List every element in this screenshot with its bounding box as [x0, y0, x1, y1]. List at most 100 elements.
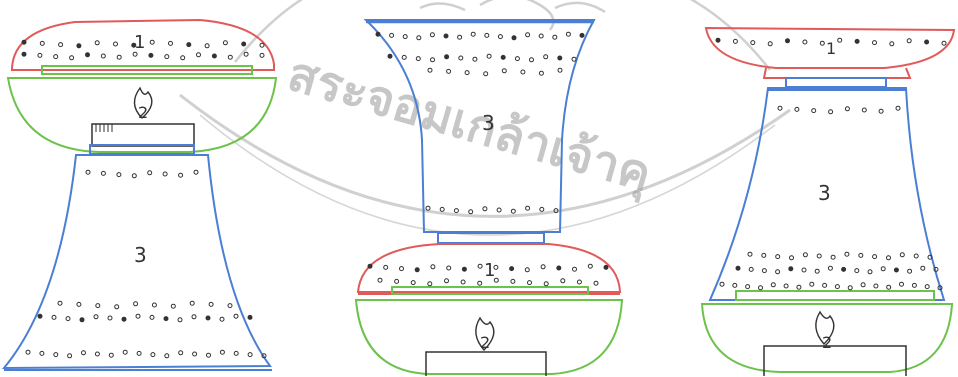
decor-dot [913, 253, 919, 259]
decor-dot [186, 42, 192, 48]
decor-dot [21, 51, 27, 57]
decor-dot [924, 284, 930, 290]
decor-dot [844, 251, 850, 257]
decor-dot [464, 70, 470, 76]
right-candle [763, 345, 907, 376]
decor-dot [192, 351, 198, 357]
middle-base-bowl [354, 299, 624, 375]
decor-dot [854, 38, 860, 44]
dot-patterns [21, 31, 947, 359]
decor-dot [39, 40, 45, 46]
decor-dot [794, 106, 800, 112]
decor-dot [854, 268, 860, 274]
decor-dot [247, 352, 253, 358]
decor-dot [439, 206, 445, 212]
decor-dot [745, 284, 751, 290]
decor-dot [39, 350, 45, 356]
decor-dot [788, 266, 794, 272]
middle-body [363, 19, 596, 233]
decor-dot [108, 352, 114, 358]
decor-dot [830, 254, 836, 260]
decor-dot [493, 277, 499, 283]
decor-dot [430, 264, 436, 270]
decor-dot [472, 56, 478, 62]
decor-dot [259, 42, 265, 48]
decor-dot [493, 264, 499, 270]
decor-dot [529, 57, 534, 63]
decor-dot [937, 285, 943, 291]
decor-dot [834, 284, 840, 290]
decor-dot [383, 264, 389, 270]
decor-dot [732, 38, 738, 44]
decor-dot [841, 266, 847, 272]
decor-dot [539, 206, 545, 212]
decor-dot [164, 353, 170, 359]
decor-dot [509, 266, 515, 272]
decor-dot [483, 71, 489, 77]
figure-right [700, 26, 956, 376]
decor-dot [375, 31, 381, 37]
middle-flame-label: 2 [480, 333, 490, 352]
decor-dot [95, 303, 101, 309]
right-flame-icon [815, 310, 835, 346]
decor-dot [425, 205, 431, 211]
decor-dot [243, 51, 249, 57]
decor-dot [37, 52, 43, 58]
decor-dot [477, 280, 483, 286]
decor-dot [58, 42, 64, 48]
decor-dot [389, 32, 395, 38]
decor-dot [571, 56, 577, 62]
decor-dot [136, 350, 142, 356]
decor-dot [259, 52, 265, 58]
decor-dot [51, 314, 57, 320]
decor-dot [933, 266, 939, 272]
decor-dot [482, 206, 488, 212]
decor-dot [444, 54, 450, 60]
decor-dot [85, 52, 90, 58]
decor-dot [837, 37, 843, 43]
middle-flame-icon [475, 316, 495, 352]
decor-dot [500, 54, 506, 60]
decor-dot [178, 172, 184, 178]
decor-dot [796, 284, 802, 290]
decor-dot [899, 281, 904, 287]
right-neck [785, 77, 887, 88]
decor-dot [416, 35, 422, 41]
decor-dot [941, 40, 947, 46]
decor-dot [394, 278, 400, 284]
decor-dot [133, 301, 139, 307]
decor-dot [387, 53, 393, 59]
decor-dot [446, 265, 452, 271]
decor-dot [880, 266, 886, 272]
decor-dot [114, 304, 120, 310]
decor-dot [872, 254, 878, 260]
decor-dot [924, 39, 930, 45]
figure-middle [354, 19, 624, 376]
decor-dot [783, 283, 789, 289]
decor-dot [189, 300, 195, 306]
decor-dot [878, 108, 884, 114]
decor-dot [211, 53, 217, 59]
decor-dot [525, 32, 531, 38]
right-base-bowl [700, 303, 954, 373]
decor-dot [222, 40, 228, 46]
decor-dot [81, 350, 86, 356]
decor-dot [477, 263, 483, 269]
decor-dot [873, 283, 879, 289]
decor-dot [93, 314, 99, 320]
decor-dot [719, 281, 725, 287]
decor-dot [427, 281, 433, 287]
decor-dot [233, 313, 239, 319]
decor-dot [453, 208, 459, 214]
decor-dot [593, 280, 599, 286]
decor-dot [470, 31, 476, 37]
left-candle-wick-marks [95, 124, 113, 132]
decor-dot [543, 54, 549, 60]
decor-dot [761, 268, 767, 274]
decor-dot [170, 303, 176, 309]
decor-dot [57, 300, 63, 306]
decor-dot [811, 108, 817, 114]
left-body [1, 154, 272, 370]
decor-dot [21, 39, 27, 45]
decor-dot [525, 205, 531, 211]
